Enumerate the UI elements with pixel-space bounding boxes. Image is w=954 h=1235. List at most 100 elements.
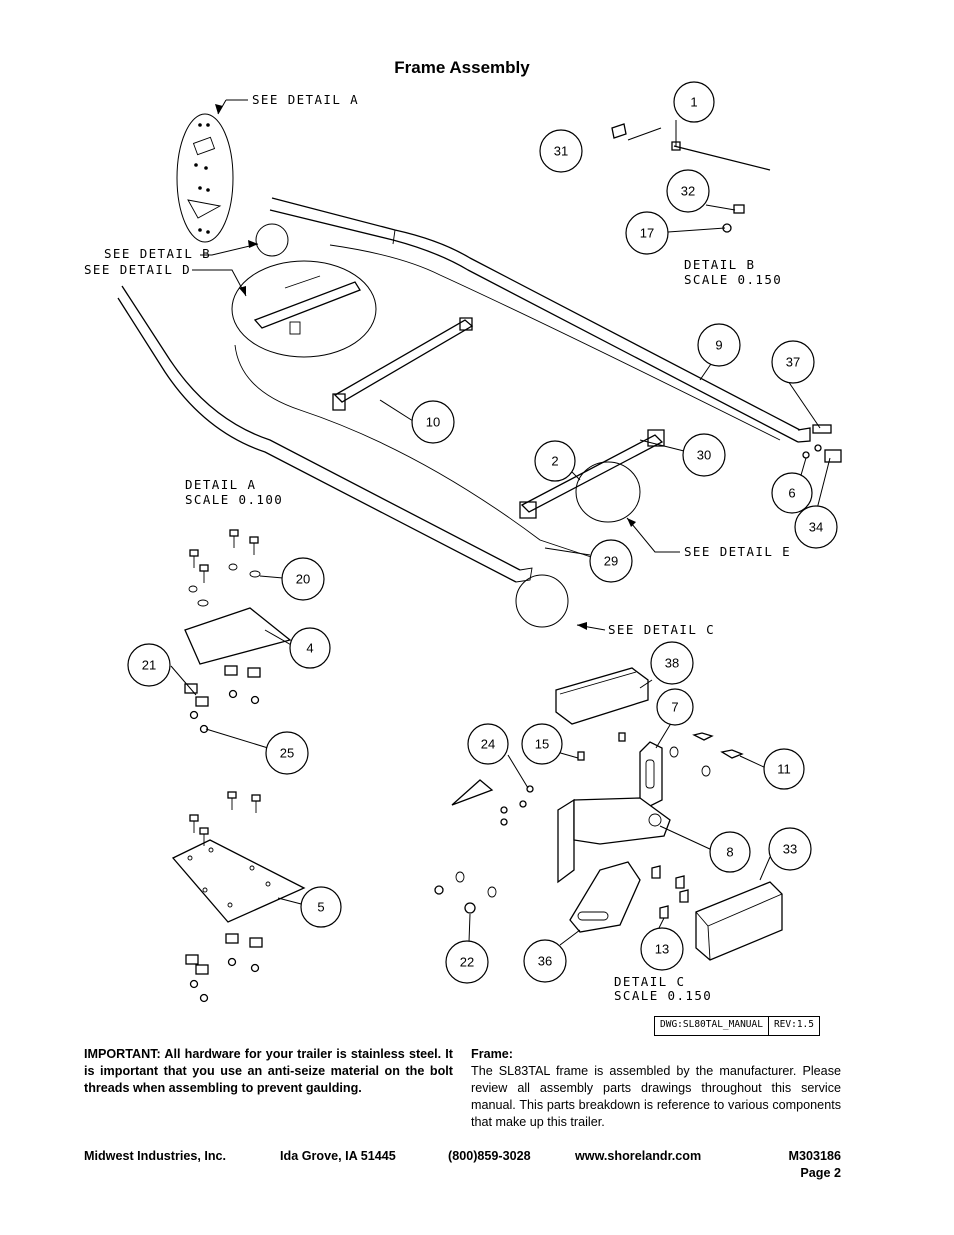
svg-text:21: 21 <box>142 658 156 673</box>
page-title: Frame Assembly <box>394 58 530 77</box>
callout-33: 33 <box>768 827 812 871</box>
callout-32: 32 <box>666 169 710 213</box>
bracket-8 <box>557 797 671 884</box>
callout-2: 2 <box>534 440 576 482</box>
detail-a-scale: SCALE 0.100 <box>185 492 283 507</box>
drawing-title-block: DWG:SL80TAL_MANUAL REV:1.5 <box>654 1016 820 1036</box>
drawing-revision: REV:1.5 <box>767 1017 819 1035</box>
svg-text:31: 31 <box>554 144 568 159</box>
rear-hardware <box>802 424 842 463</box>
svg-text:34: 34 <box>809 520 823 535</box>
detail-a-bubble <box>176 113 234 243</box>
detail-d-bubble <box>231 260 377 358</box>
footer-phone: (800)859-3028 <box>448 1149 531 1163</box>
callout-25: 25 <box>265 731 309 775</box>
callout-37: 37 <box>771 340 815 384</box>
detail-b-title: DETAIL B <box>684 257 755 272</box>
callout-8: 8 <box>709 831 751 873</box>
footer-city: Ida Grove, IA 51445 <box>280 1149 396 1163</box>
svg-text:1: 1 <box>690 95 697 110</box>
footer-company: Midwest Industries, Inc. <box>84 1149 227 1163</box>
see-detail-d-label: SEE DETAIL D <box>84 262 191 277</box>
callout-30: 30 <box>682 433 726 477</box>
callout-34: 34 <box>794 505 838 549</box>
see-detail-a-label: SEE DETAIL A <box>252 92 359 107</box>
detail-c-scale: SCALE 0.150 <box>614 988 712 1003</box>
callout-15: 15 <box>521 723 563 765</box>
svg-text:13: 13 <box>655 942 669 957</box>
callout-38: 38 <box>650 641 694 685</box>
detail-e-bubble <box>575 461 641 523</box>
frame-note-body: The SL83TAL frame is assembled by the ma… <box>471 1064 841 1129</box>
detail-c-hardware <box>434 732 744 919</box>
see-detail-c-label: SEE DETAIL C <box>608 622 715 637</box>
bracket-36 <box>569 861 641 933</box>
plate-5-hardware <box>185 791 263 1003</box>
svg-text:22: 22 <box>460 955 474 970</box>
callout-balloons: 1 31 32 17 9 37 30 6 34 2 10 29 20 4 21 … <box>127 81 838 984</box>
light-38 <box>555 667 649 725</box>
svg-text:8: 8 <box>726 845 733 860</box>
wedge-24 <box>451 779 494 806</box>
svg-text:4: 4 <box>306 641 313 656</box>
important-note: IMPORTANT: All hardware for your trailer… <box>84 1047 453 1095</box>
arrowheads <box>215 104 636 630</box>
left-frame-rail <box>117 285 533 583</box>
callout-31: 31 <box>539 129 583 173</box>
svg-text:7: 7 <box>671 700 678 715</box>
svg-text:9: 9 <box>715 338 722 353</box>
see-detail-b-label: SEE DETAIL B <box>104 246 211 261</box>
frame-note-heading: Frame: <box>471 1047 513 1061</box>
callout-20: 20 <box>281 557 325 601</box>
footer-web: www.shorelandr.com <box>575 1149 702 1163</box>
callout-7: 7 <box>656 688 694 726</box>
detail-b-bubble <box>255 223 289 257</box>
callout-13: 13 <box>640 927 684 971</box>
callout-9: 9 <box>697 323 741 367</box>
callout-22: 22 <box>445 940 489 984</box>
drawing-number: DWG:SL80TAL_MANUAL <box>660 1019 763 1030</box>
callout-4: 4 <box>289 627 331 669</box>
callout-6: 6 <box>771 472 813 514</box>
callout-17: 17 <box>625 211 669 255</box>
detail-c-bubble <box>515 574 569 628</box>
footer-doc-number: M303186 <box>788 1149 841 1163</box>
leader-lines <box>170 99 831 946</box>
callout-24: 24 <box>467 723 509 765</box>
svg-text:20: 20 <box>296 572 310 587</box>
svg-text:2: 2 <box>551 454 558 469</box>
see-detail-e-label: SEE DETAIL E <box>684 544 791 559</box>
svg-text:15: 15 <box>535 737 549 752</box>
svg-text:10: 10 <box>426 415 440 430</box>
detail-d-contents <box>253 275 361 335</box>
callout-10: 10 <box>411 400 455 444</box>
svg-text:38: 38 <box>665 656 679 671</box>
detail-b-parts <box>611 123 771 233</box>
bracket-7 <box>639 741 663 807</box>
callout-11: 11 <box>763 748 805 790</box>
light-33 <box>695 881 783 961</box>
detail-c-title: DETAIL C <box>614 974 685 989</box>
plate-4 <box>184 607 292 665</box>
callout-36: 36 <box>523 939 567 983</box>
svg-text:33: 33 <box>783 842 797 857</box>
svg-text:24: 24 <box>481 737 495 752</box>
svg-text:37: 37 <box>786 355 800 370</box>
svg-text:32: 32 <box>681 184 695 199</box>
crossmember-10 <box>332 317 474 411</box>
svg-text:25: 25 <box>280 746 294 761</box>
callout-5: 5 <box>300 886 342 928</box>
callout-21: 21 <box>127 643 171 687</box>
right-frame-rail <box>269 197 811 443</box>
plate-5 <box>171 839 306 923</box>
detail-a-bolts <box>184 529 261 734</box>
svg-text:36: 36 <box>538 954 552 969</box>
svg-text:11: 11 <box>777 762 791 777</box>
svg-text:29: 29 <box>604 554 618 569</box>
callout-29: 29 <box>589 539 633 583</box>
detail-a-title: DETAIL A <box>185 477 256 492</box>
svg-text:17: 17 <box>640 226 654 241</box>
footer-page-number: Page 2 <box>800 1166 841 1180</box>
detail-b-scale: SCALE 0.150 <box>684 272 782 287</box>
